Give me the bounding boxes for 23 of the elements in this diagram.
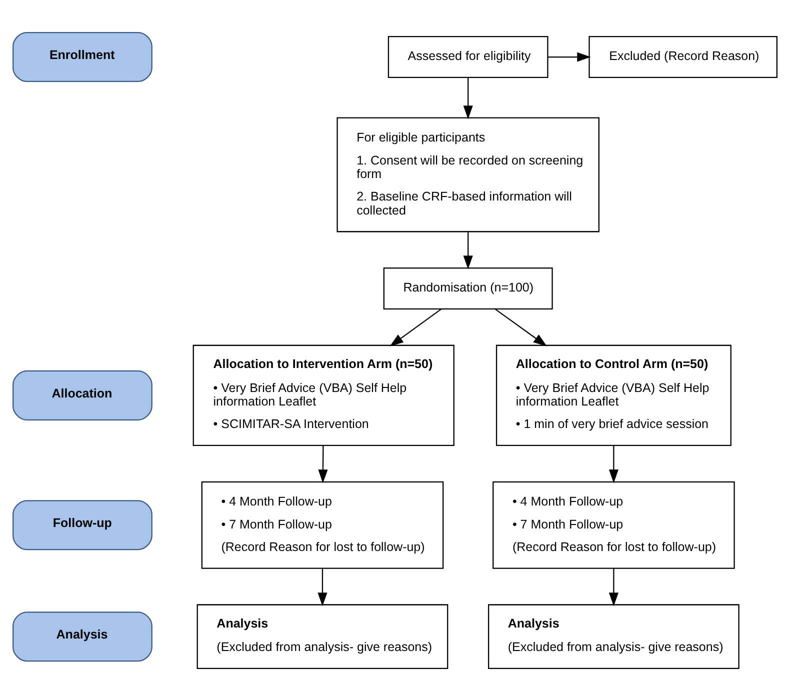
node-box: Analysis (Excluded from analysis- give reasons) xyxy=(488,604,740,669)
node-box: Allocation xyxy=(12,370,152,420)
node-box: Allocation to Intervention Arm (n=50) • Very Brief Advice (VBA) Self Help information Leaflet • SCIMITAR-SA Intervention xyxy=(192,344,454,446)
arrow xyxy=(608,445,618,483)
node-box: Randomisation (n=100) xyxy=(383,266,553,310)
node-box: Analysis xyxy=(12,611,152,662)
node-box: Analysis (Excluded from analysis- give reasons) xyxy=(196,604,448,669)
arrow xyxy=(390,308,442,346)
arrow xyxy=(463,77,473,119)
node-box: Follow-up xyxy=(12,500,152,550)
arrow xyxy=(608,568,618,606)
arrow xyxy=(318,445,328,483)
node-box: Enrollment xyxy=(12,31,152,82)
arrow xyxy=(494,308,548,346)
arrow xyxy=(463,231,473,269)
node-box: • 4 Month Follow-up • 7 Month Follow-up (Record Reason for lost to follow-up) xyxy=(201,480,444,568)
node-box: Assessed for eligibility xyxy=(388,35,548,78)
node-box: For eligible participants 1. Consent will be recorded on screening form 2. Baseline CRF-based information will collected xyxy=(336,116,600,232)
arrow xyxy=(318,568,328,606)
arrow xyxy=(548,52,591,62)
node-box: Allocation to Control Arm (n=50) • Very Brief Advice (VBA) Self Help information Leaflet • 1 min of very brief advice session xyxy=(496,344,732,446)
node-box: Excluded (Record Reason) xyxy=(588,35,778,78)
node-box: • 4 Month Follow-up • 7 Month Follow-up (Record Reason for lost to follow-up) xyxy=(492,480,735,568)
